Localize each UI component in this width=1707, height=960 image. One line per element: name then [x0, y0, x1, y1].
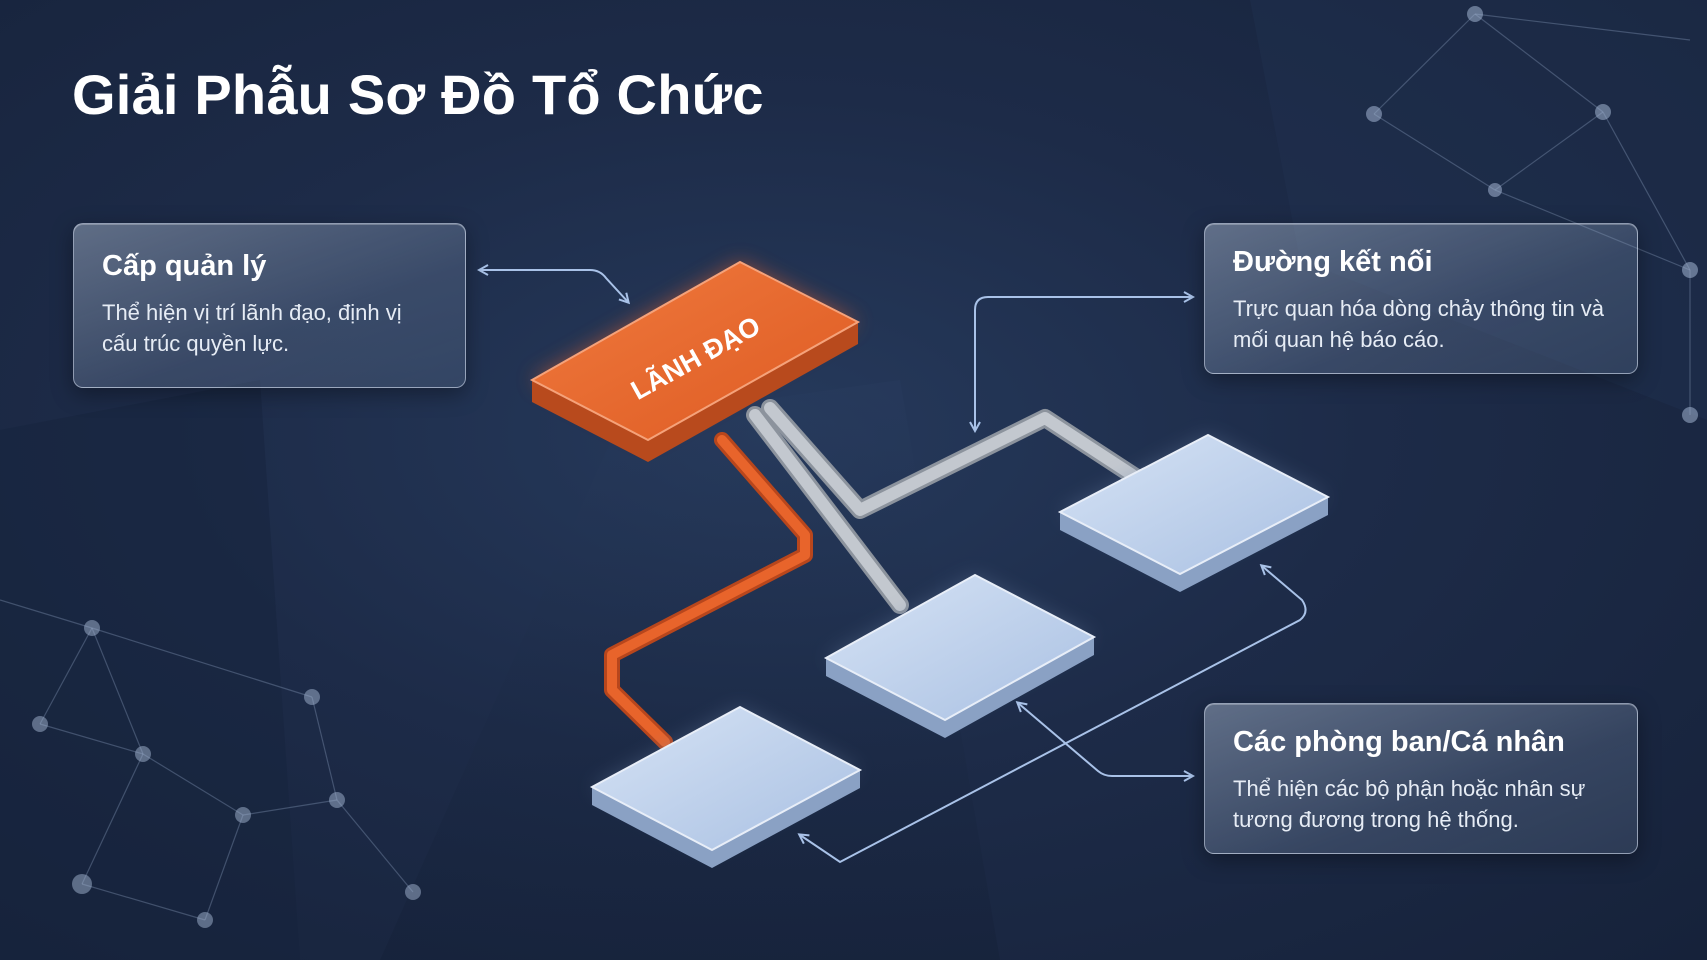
department-node-bottom[interactable] [589, 705, 863, 868]
callout-management: Cấp quản lý Thể hiện vị trí lãnh đạo, đị… [73, 223, 466, 388]
department-node-middle[interactable] [823, 573, 1097, 738]
arrow-department-span [800, 566, 1307, 864]
arrow-connection [975, 297, 1192, 430]
callout-management-title: Cấp quản lý [102, 250, 267, 282]
callout-connection-title: Đường kết nối [1233, 246, 1433, 278]
callout-departments: Các phòng ban/Cá nhân Thể hiện các bộ ph… [1204, 703, 1638, 854]
building-silhouette [0, 380, 300, 960]
arrow-department-middle [1018, 703, 1192, 776]
leader-node[interactable]: LÃNH ĐẠO [529, 260, 861, 462]
arrow-management [480, 270, 628, 302]
building-silhouette [1250, 0, 1707, 420]
callout-departments-text: Thể hiện các bộ phận hoặc nhân sự tương … [1233, 776, 1586, 832]
page-title: Giải Phẫu Sơ Đồ Tổ Chức [72, 63, 764, 126]
annotation-arrows [480, 270, 1307, 864]
callout-management-text: Thể hiện vị trí lãnh đạo, định vị cấu tr… [102, 300, 402, 356]
callout-connection-text: Trực quan hóa dòng chảy thông tin và mối… [1233, 296, 1605, 352]
callout-departments-title: Các phòng ban/Cá nhân [1233, 726, 1565, 758]
connector-orange [604, 432, 813, 750]
callout-connection: Đường kết nối Trực quan hóa dòng chảy th… [1204, 223, 1638, 374]
